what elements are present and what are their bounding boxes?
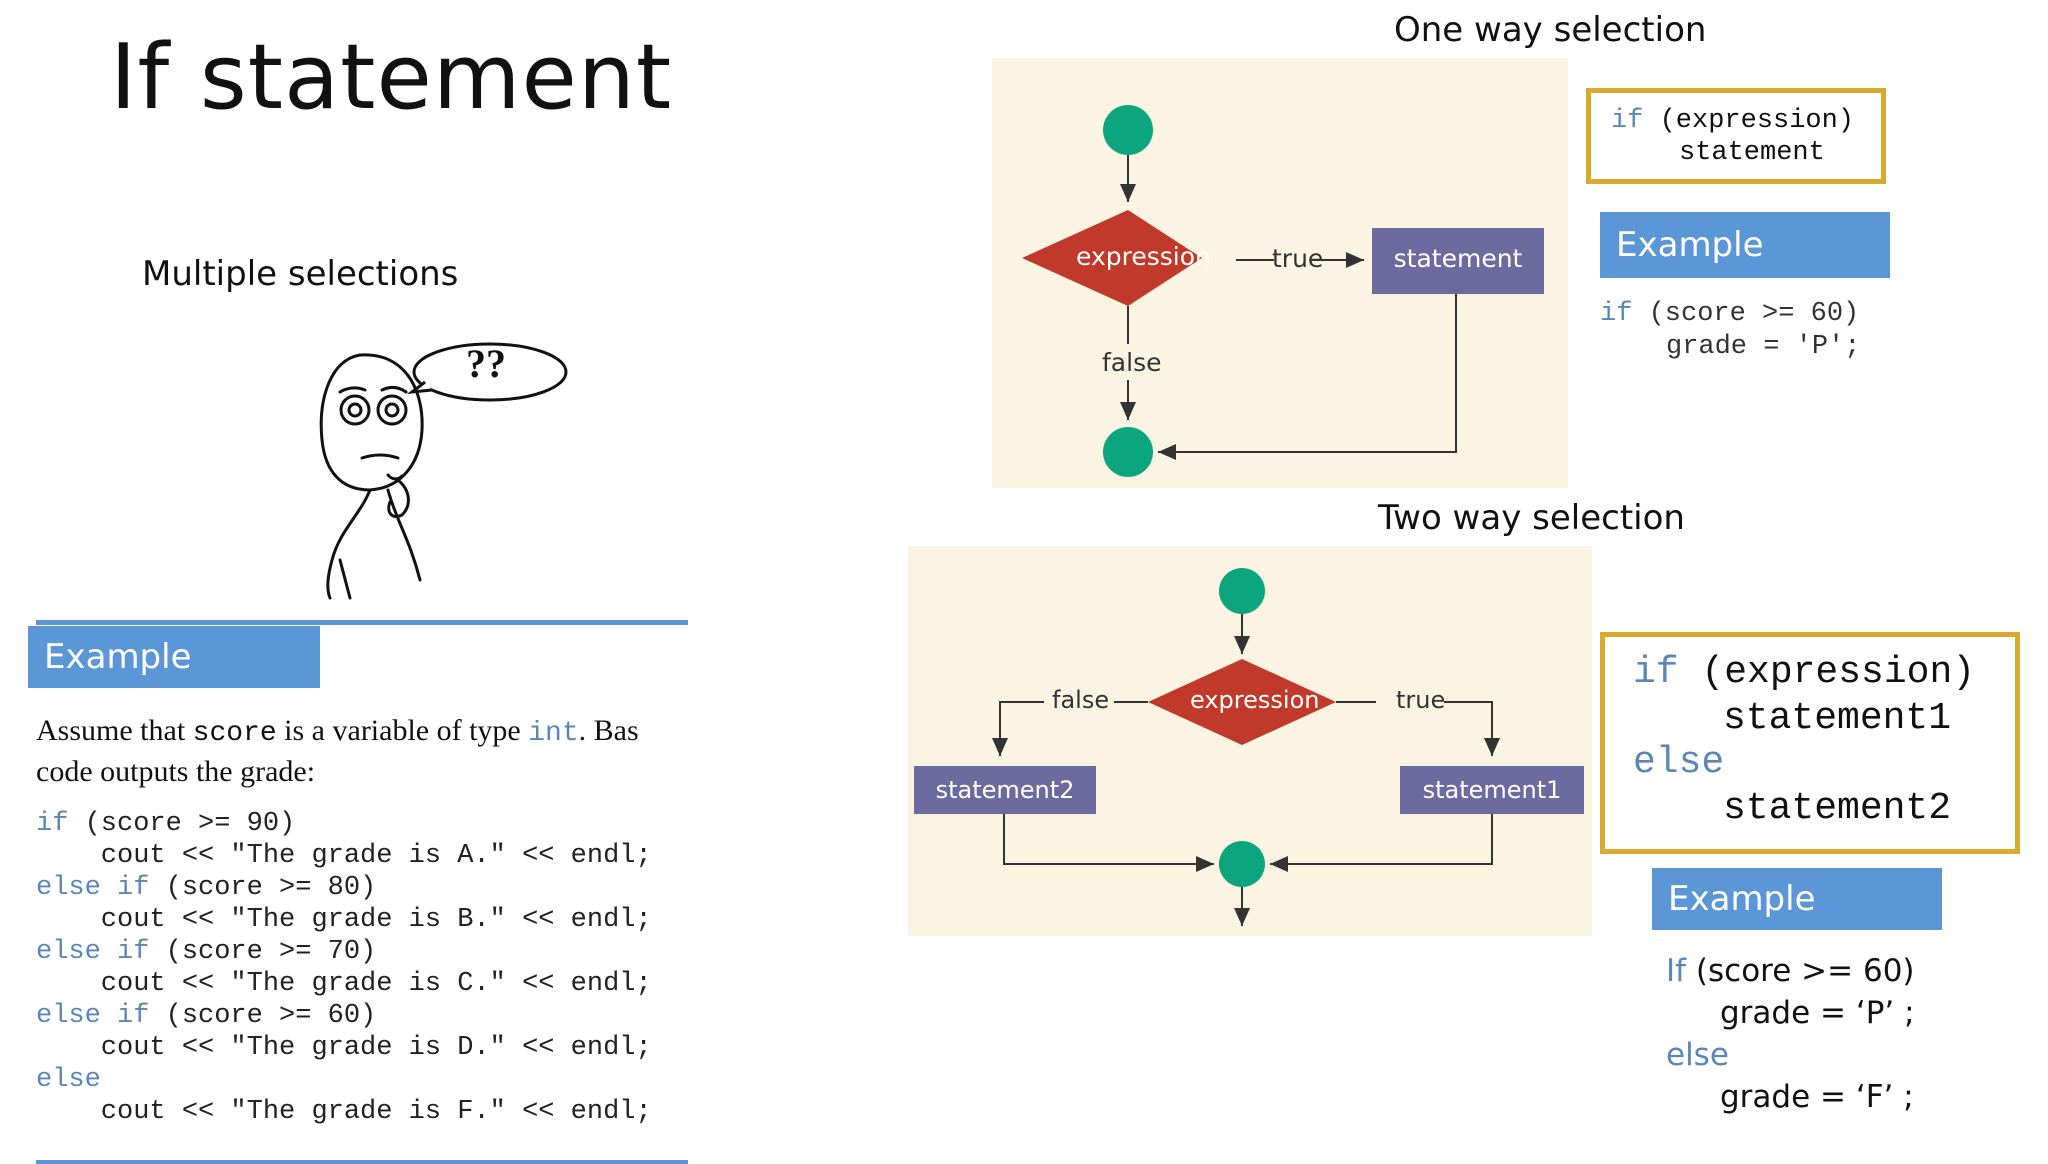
one-way-example-line1: if (score >= 60) bbox=[1600, 299, 1860, 329]
statement-label: statement bbox=[1393, 244, 1523, 273]
code-line: else bbox=[36, 1065, 101, 1095]
code-line: cout << "The grade is C." << endl; bbox=[36, 969, 652, 999]
expression-diamond bbox=[1148, 659, 1336, 745]
one-way-syntax-box: if (expression) statement bbox=[1586, 88, 1886, 184]
expression-label: expression bbox=[1190, 686, 1320, 714]
end-node bbox=[1103, 427, 1153, 477]
code-line: cout << "The grade is B." << endl; bbox=[36, 905, 652, 935]
statement1-box bbox=[1400, 766, 1584, 814]
confused-face-icon bbox=[319, 342, 568, 600]
expression-label: expression bbox=[1076, 242, 1211, 271]
left-example-prose: Assume that score is a variable of type … bbox=[36, 714, 639, 788]
true-label: true bbox=[1272, 244, 1324, 273]
merge-node bbox=[1219, 841, 1265, 887]
code-line: cout << "The grade is A." << endl; bbox=[36, 841, 652, 871]
one-way-example-line2: grade = 'P'; bbox=[1666, 332, 1861, 362]
statement2-box bbox=[914, 766, 1096, 814]
left-example-banner: Example bbox=[28, 626, 320, 688]
false-label: false bbox=[1102, 348, 1162, 377]
code-line: else if (score >= 80) bbox=[36, 873, 377, 903]
code-line: if (score >= 90) bbox=[36, 809, 296, 839]
bottom-rule bbox=[36, 1160, 688, 1164]
one-way-flowchart: expression true statement false bbox=[992, 58, 1568, 488]
statement1-label: statement1 bbox=[1422, 776, 1562, 804]
statement-box bbox=[1372, 228, 1544, 294]
question-bubble-text: ?? bbox=[466, 341, 506, 386]
code-line: else if (score >= 70) bbox=[36, 937, 377, 967]
multiple-selections-label: Multiple selections bbox=[142, 254, 459, 294]
false-label: false bbox=[1052, 686, 1110, 714]
start-node bbox=[1103, 105, 1153, 155]
slide-title: If statement bbox=[110, 25, 673, 130]
one-way-example-banner: Example bbox=[1600, 212, 1890, 278]
statement2-label: statement2 bbox=[935, 776, 1075, 804]
two-way-flowchart: expression false true statement2 stateme… bbox=[908, 546, 1592, 936]
one-way-heading: One way selection bbox=[1394, 10, 1707, 50]
top-rule bbox=[36, 620, 688, 625]
expression-diamond bbox=[1022, 210, 1202, 306]
code-line: cout << "The grade is D." << endl; bbox=[36, 1033, 652, 1063]
two-way-example-code: If (score >= 60) grade = ‘P’ ; else grad… bbox=[1666, 953, 1915, 1115]
code-line: cout << "The grade is F." << endl; bbox=[36, 1097, 652, 1127]
two-way-example-banner: Example bbox=[1652, 868, 1942, 930]
code-line: else if (score >= 60) bbox=[36, 1001, 377, 1031]
two-way-syntax-box: if (expression) statement1 else statemen… bbox=[1600, 632, 2020, 854]
true-label: true bbox=[1396, 686, 1446, 714]
two-way-heading: Two way selection bbox=[1378, 498, 1685, 538]
start-node bbox=[1219, 568, 1265, 614]
left-code-block: if (score >= 90) cout << "The grade is A… bbox=[36, 808, 652, 1128]
